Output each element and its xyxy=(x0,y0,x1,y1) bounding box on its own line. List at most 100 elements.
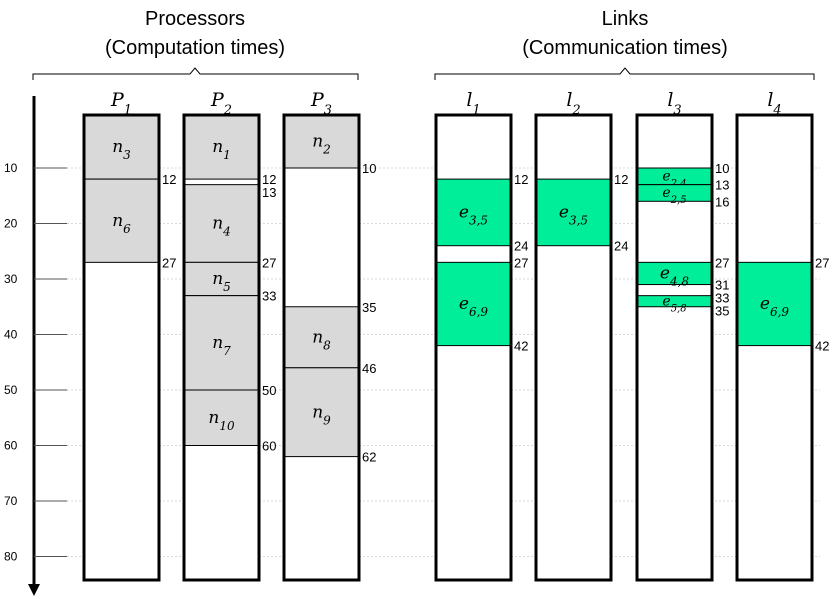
time-marker: 42 xyxy=(514,339,528,354)
axis-tick-label: 60 xyxy=(4,439,18,453)
axis-tick-label: 10 xyxy=(4,161,18,175)
task-label-main: n xyxy=(112,137,123,157)
time-marker: 27 xyxy=(815,255,829,270)
comm-label: e6,9 xyxy=(459,294,489,319)
link-name-subscript: 2 xyxy=(571,103,580,118)
processor-name-subscript: 1 xyxy=(124,103,132,118)
task-block xyxy=(283,306,360,369)
task-label-subscript: 1 xyxy=(223,148,231,162)
comm-label: e4,8 xyxy=(660,264,690,289)
task-label: n3 xyxy=(112,137,131,162)
processor-name: P3 xyxy=(310,89,332,118)
task-block xyxy=(283,367,360,458)
task-label-main: n xyxy=(208,408,219,428)
time-marker: 50 xyxy=(262,383,276,398)
link-background xyxy=(737,115,812,580)
time-marker: 13 xyxy=(262,185,276,200)
processor-name-main: P xyxy=(310,89,325,111)
task-label: n8 xyxy=(312,327,331,352)
task-label-subscript: 8 xyxy=(323,338,331,352)
processor-name-main: P xyxy=(210,89,225,111)
time-marker: 35 xyxy=(362,300,376,315)
task-label: n6 xyxy=(112,211,131,236)
comm-label: e6,9 xyxy=(760,294,790,319)
task-label: n7 xyxy=(212,333,231,358)
task-label-main: n xyxy=(212,269,223,289)
processors-subtitle: (Computation times) xyxy=(105,37,285,59)
axis-tick-label: 20 xyxy=(4,217,18,231)
task-label-main: n xyxy=(312,402,323,422)
task-block xyxy=(183,114,260,180)
axis-tick-label: 80 xyxy=(4,550,18,564)
axis-tick-label: 70 xyxy=(4,494,18,508)
task-label-main: n xyxy=(312,327,323,347)
time-marker: 33 xyxy=(262,289,276,304)
axis-tick-label: 30 xyxy=(4,272,18,286)
links-title: Links xyxy=(602,8,649,30)
task-block xyxy=(183,389,260,446)
task-label-subscript: 4 xyxy=(222,225,231,239)
processor-frame xyxy=(182,113,261,582)
time-marker: 42 xyxy=(815,339,829,354)
axis-tick-label: 40 xyxy=(4,328,18,342)
link-name-subscript: 1 xyxy=(472,103,480,118)
comm-label-subscript: 2,4 xyxy=(670,178,687,189)
comm-label-main: e xyxy=(459,294,469,314)
processor-name: P2 xyxy=(210,89,232,118)
time-marker: 24 xyxy=(614,239,628,254)
task-label-subscript: 2 xyxy=(322,143,331,157)
task-label-subscript: 5 xyxy=(223,280,231,294)
time-marker: 27 xyxy=(262,255,276,270)
comm-block xyxy=(535,178,612,247)
comm-label-subscript: 5,8 xyxy=(671,303,687,314)
time-marker: 12 xyxy=(514,172,528,187)
processor-frame xyxy=(282,113,361,582)
comm-label-subscript: 4,8 xyxy=(669,275,689,289)
comm-label-main: e xyxy=(459,203,469,223)
task-label-main: n xyxy=(212,137,223,157)
links-subtitle: (Communication times) xyxy=(522,37,728,59)
task-label-subscript: 10 xyxy=(219,419,235,433)
task-label-main: n xyxy=(312,132,323,152)
time-marker: 13 xyxy=(715,178,729,193)
comm-block xyxy=(435,261,512,347)
processor-frame xyxy=(82,113,161,582)
processors-title: Processors xyxy=(145,8,245,30)
link-name-main: l xyxy=(466,89,472,111)
time-marker: 27 xyxy=(514,255,528,270)
comm-label-main: e xyxy=(662,293,670,309)
time-marker: 10 xyxy=(362,161,376,176)
task-block xyxy=(83,178,160,263)
task-label-subscript: 7 xyxy=(223,344,231,358)
comm-label: e2,4 xyxy=(662,169,686,190)
link-frame xyxy=(735,113,814,582)
link-name-main: l xyxy=(767,89,773,111)
link-name: l3 xyxy=(667,89,681,118)
time-marker: 33 xyxy=(715,291,729,306)
task-label-main: n xyxy=(212,214,223,234)
comm-block xyxy=(736,261,813,347)
processors-brace xyxy=(32,67,359,80)
comm-label-subscript: 6,9 xyxy=(469,305,488,319)
time-marker: 27 xyxy=(162,255,176,270)
time-marker: 10 xyxy=(715,161,729,176)
comm-label-main: e xyxy=(660,264,670,284)
comm-label-subscript: 2,5 xyxy=(670,195,687,206)
link-name-main: l xyxy=(566,89,572,111)
comm-label: e5,8 xyxy=(662,293,686,314)
time-marker: 24 xyxy=(514,239,528,254)
comm-label: e3,5 xyxy=(459,203,488,228)
link-name: l2 xyxy=(566,89,580,118)
comm-label-subscript: 3,5 xyxy=(569,214,588,228)
processor-name-subscript: 3 xyxy=(324,103,332,118)
comm-label-subscript: 3,5 xyxy=(469,214,488,228)
links-brace xyxy=(434,67,815,80)
task-label: n10 xyxy=(208,408,235,433)
time-marker: 12 xyxy=(262,172,276,187)
